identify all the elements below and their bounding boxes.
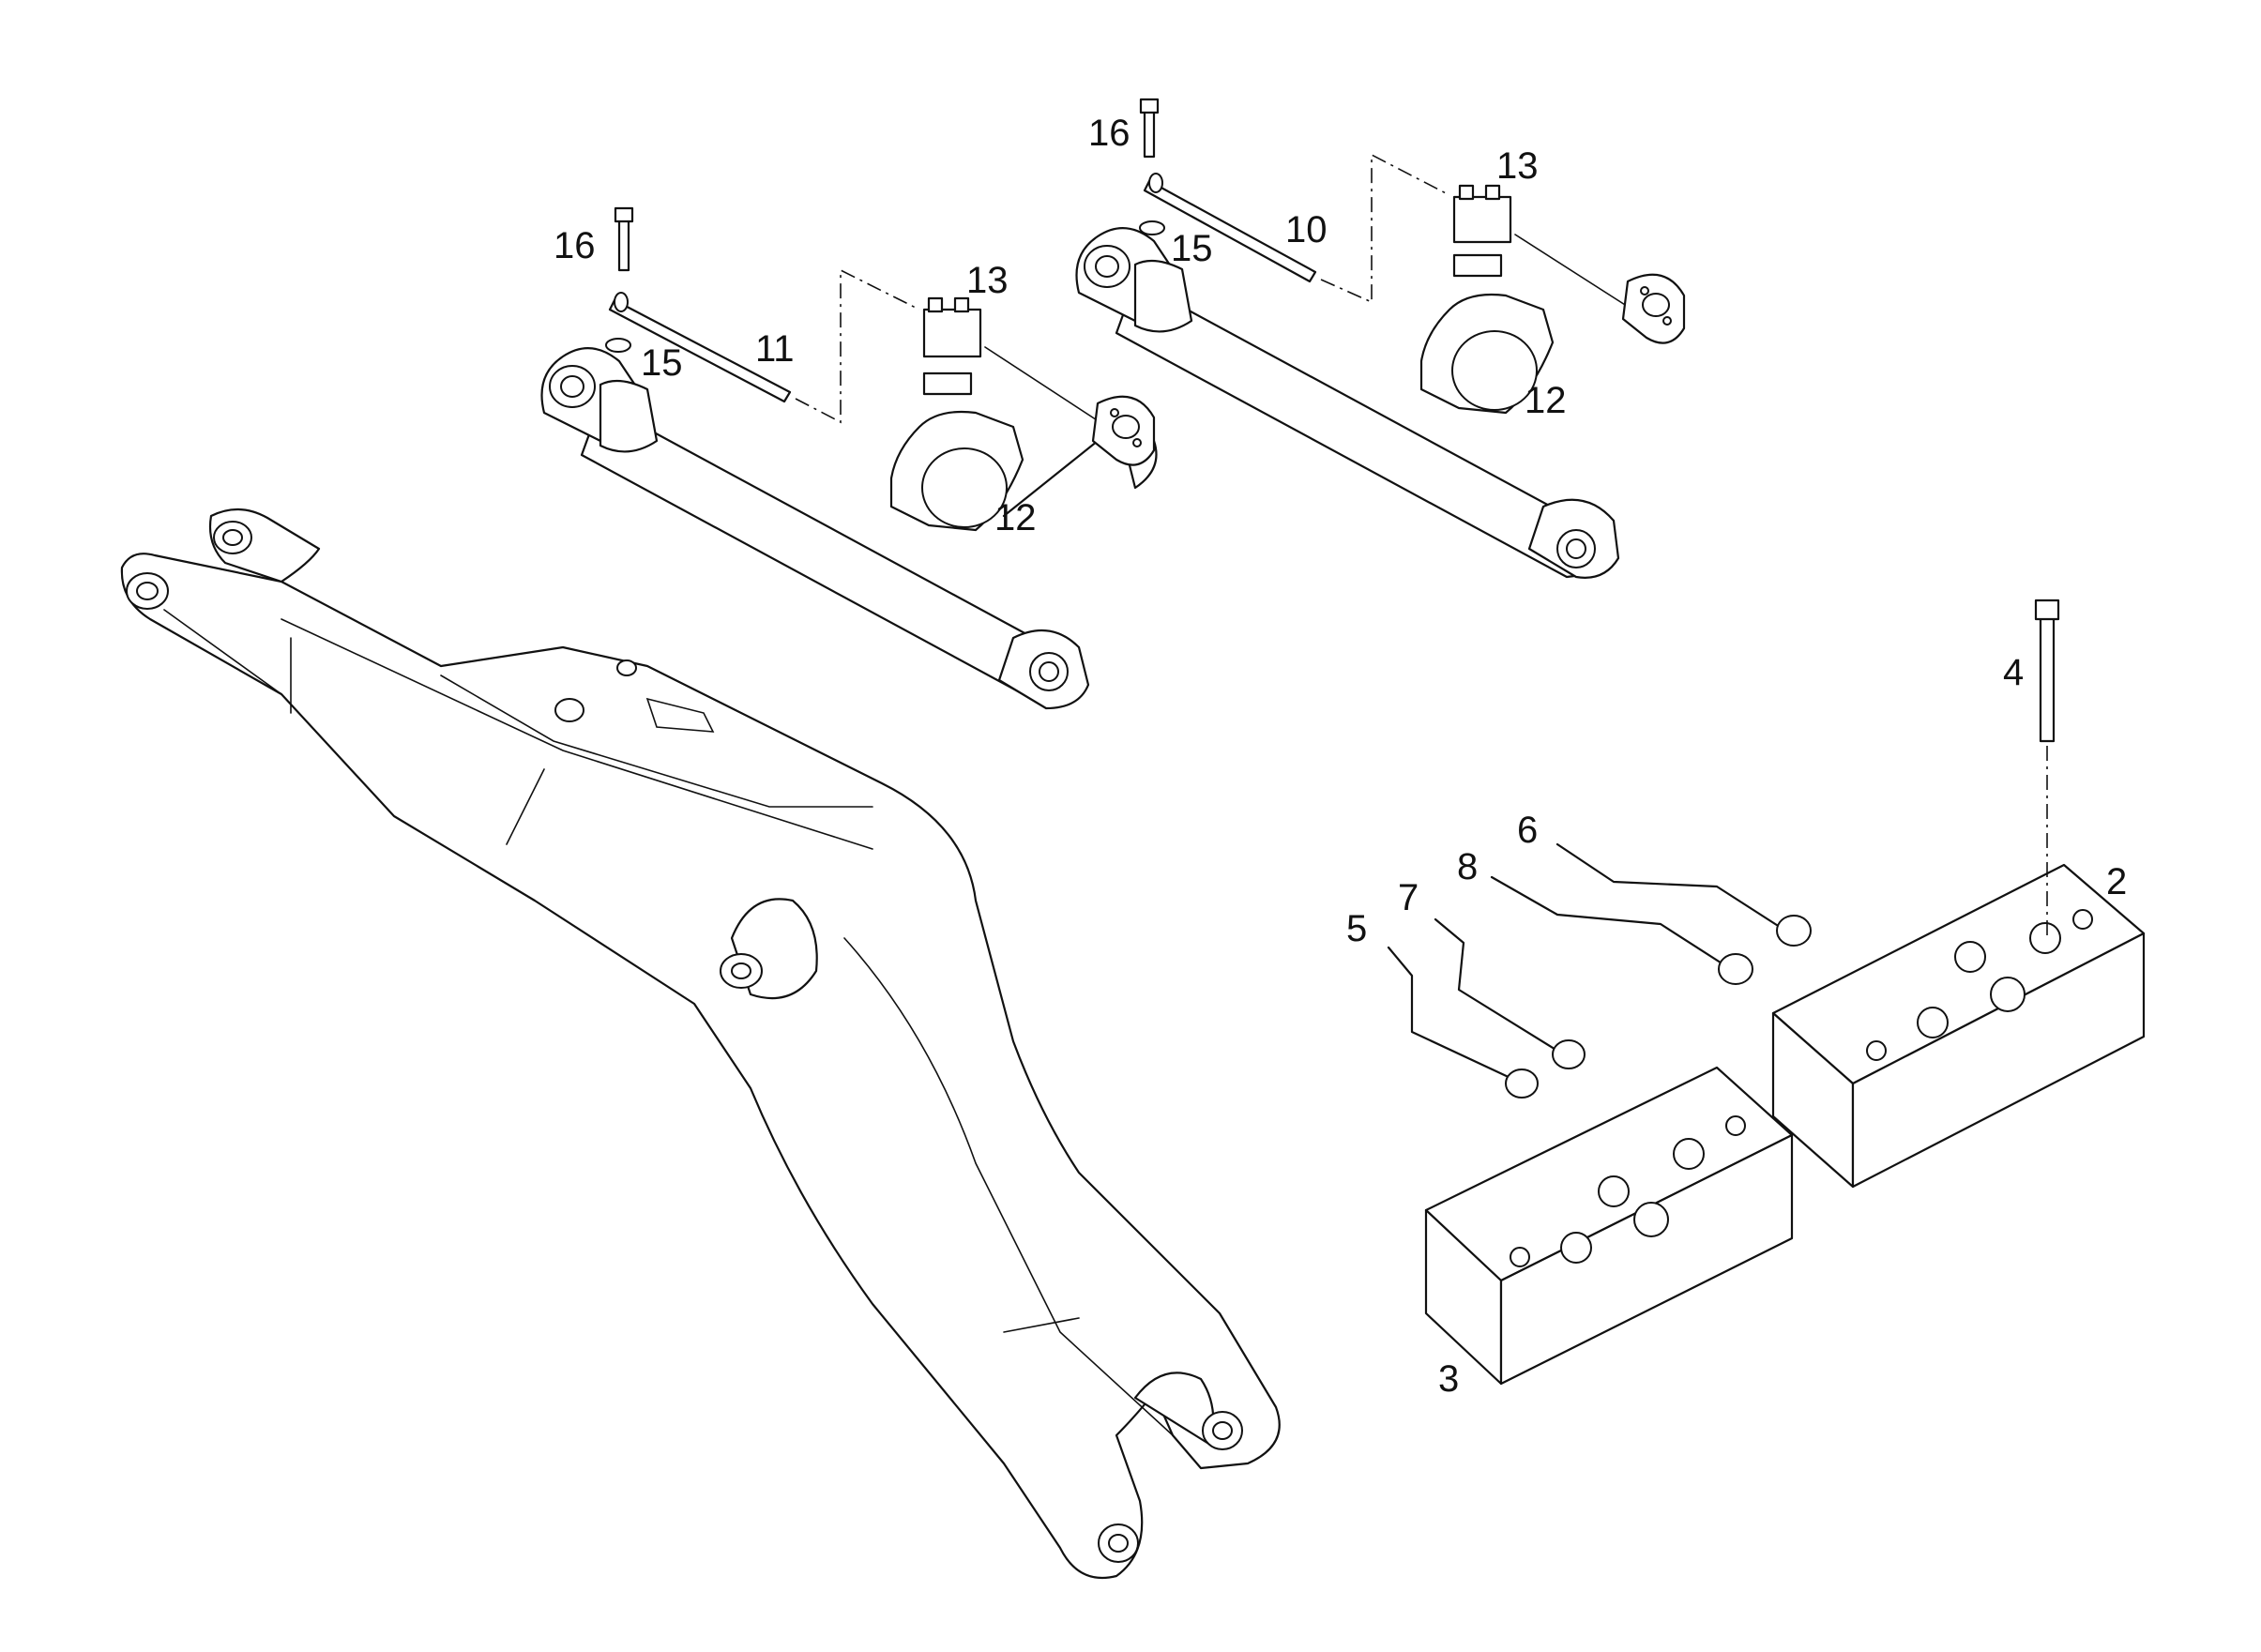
valve-block-upper: [1771, 863, 2146, 1189]
callout-6: 6: [1517, 810, 1538, 851]
callout-16-right: 16: [1088, 113, 1130, 154]
tube-right: [1139, 98, 1317, 283]
flange-left: [1091, 395, 1156, 466]
pipe-clamp-right: [1419, 184, 1633, 415]
callout-15-left: 15: [641, 342, 683, 384]
callout-10: 10: [1285, 209, 1328, 250]
callout-3: 3: [1438, 1358, 1459, 1400]
callout-2: 2: [2106, 861, 2127, 902]
leader-line-right: [1320, 153, 1450, 304]
hydraulic-cylinder-left: [540, 347, 1090, 710]
boom-arm: [120, 508, 1281, 1580]
callout-12-right: 12: [1525, 380, 1567, 421]
leader-line-left: [795, 268, 920, 424]
hydraulic-cylinder-right: [1075, 227, 1620, 579]
callout-13-right: 13: [1496, 145, 1539, 187]
callout-5: 5: [1346, 908, 1367, 949]
callout-11: 11: [755, 328, 795, 370]
pipe-lines: [1387, 842, 1812, 1099]
callout-13-left: 13: [966, 260, 1009, 301]
valve-block-lower: [1424, 1066, 1794, 1386]
callout-8: 8: [1457, 846, 1478, 887]
flange-right: [1621, 273, 1686, 344]
callout-7: 7: [1398, 877, 1419, 918]
callout-12-left: 12: [994, 497, 1037, 538]
callout-15-right: 15: [1171, 228, 1213, 269]
callout-4: 4: [2003, 652, 2024, 693]
tube-left: [605, 206, 792, 403]
callout-16-left: 16: [554, 225, 596, 266]
bolt-long: [2034, 599, 2060, 938]
